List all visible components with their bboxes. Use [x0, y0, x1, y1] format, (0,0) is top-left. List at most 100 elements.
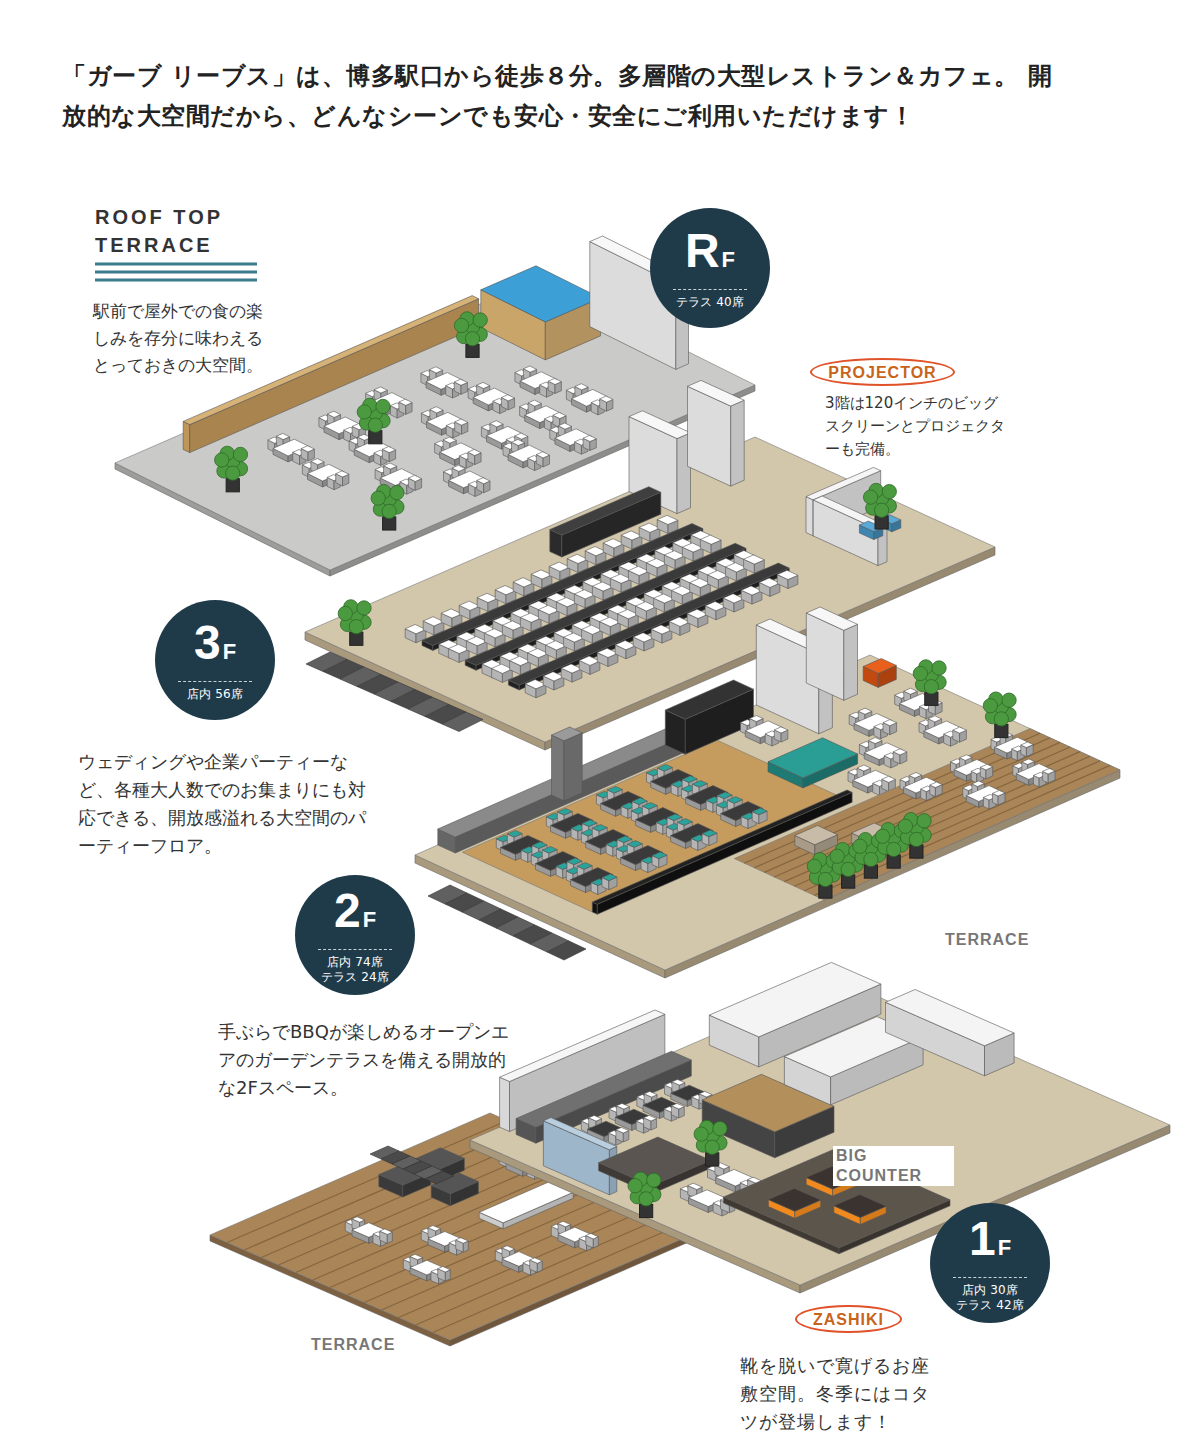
chair — [532, 842, 547, 849]
chair — [542, 847, 557, 854]
plant-leaf — [628, 1179, 642, 1193]
chair — [441, 609, 462, 618]
floor-numeral: 3 — [194, 616, 221, 669]
terrace-deck — [734, 729, 1120, 900]
chair — [577, 863, 592, 870]
floor-note: 3階は120インチのビッグスクリーンとプロジェクターも完備。 — [825, 392, 1005, 461]
chair — [692, 781, 707, 788]
chair — [633, 633, 654, 642]
chair — [602, 874, 617, 881]
chair — [1021, 742, 1033, 748]
seat-count: テラス 40席 — [676, 295, 743, 310]
chair — [621, 531, 642, 540]
chair — [632, 798, 647, 805]
plant-leaf — [887, 842, 901, 856]
floor-letter: F — [722, 247, 735, 272]
table — [768, 738, 858, 778]
chair — [523, 366, 536, 372]
plant-leaf — [917, 814, 931, 828]
chair — [600, 396, 613, 402]
plant-leaf — [465, 332, 479, 346]
column — [552, 735, 565, 801]
chair — [639, 523, 660, 532]
counter — [550, 487, 661, 535]
chair — [883, 720, 897, 726]
chair — [642, 803, 657, 810]
callout-oval: PROJECTOR — [810, 358, 955, 386]
stripe — [95, 271, 257, 274]
deck-board — [227, 1121, 507, 1243]
plant-leaf — [932, 661, 946, 675]
chair — [651, 625, 672, 634]
wall — [806, 607, 857, 630]
wall — [731, 400, 745, 486]
plant-leaf — [909, 832, 923, 846]
floor-letter: F — [363, 907, 376, 932]
chair — [863, 659, 896, 674]
long-table — [476, 548, 746, 670]
chair — [585, 547, 606, 556]
chair — [558, 423, 571, 429]
seat-count: 店内 74席 — [327, 955, 382, 970]
floor-note: ウェディングや企業パーティーなど、各種大人数でのお集まりにも対応できる、開放感溢… — [78, 748, 373, 860]
chair — [687, 609, 708, 618]
table — [479, 1182, 573, 1223]
chair — [759, 578, 780, 587]
chair — [477, 593, 498, 602]
chair — [520, 613, 541, 622]
floor-badge: 3F店内 56席 — [155, 600, 275, 720]
chair — [589, 1115, 602, 1121]
plant-leaf — [853, 839, 867, 853]
chair — [774, 727, 788, 733]
chair — [669, 617, 690, 626]
chair — [567, 858, 582, 865]
chair — [454, 379, 467, 385]
floor-badge: RF テラス 40席 — [650, 208, 770, 328]
floor-numeral: R — [685, 224, 720, 277]
chair — [705, 602, 726, 611]
long-table — [433, 529, 703, 651]
chair — [515, 433, 528, 439]
chair — [702, 830, 717, 837]
plant-leaf — [376, 399, 390, 413]
chair — [667, 814, 682, 821]
chair — [723, 594, 744, 603]
chair — [336, 471, 349, 477]
plant-leaf — [830, 849, 844, 863]
deck-board — [794, 756, 1090, 886]
chair — [553, 412, 566, 418]
chair — [575, 384, 588, 390]
floor-number: RF — [685, 226, 735, 287]
chair — [980, 764, 992, 770]
plant-leaf — [382, 504, 396, 518]
chair — [1022, 759, 1035, 765]
chair — [468, 449, 481, 455]
wall — [688, 380, 745, 406]
chair — [543, 672, 564, 681]
chair — [777, 570, 798, 579]
chair — [627, 841, 642, 848]
floor-number: 1F — [969, 1214, 1011, 1275]
chair — [459, 601, 480, 610]
plant-leaf — [924, 680, 938, 694]
chair — [750, 716, 764, 722]
chair — [556, 598, 577, 607]
chair — [727, 797, 742, 804]
chair — [600, 617, 621, 626]
chair — [972, 781, 984, 787]
chair — [597, 648, 618, 657]
kotatsu — [768, 1188, 820, 1211]
chair — [538, 605, 559, 614]
plant-leaf — [913, 666, 927, 680]
chair — [857, 765, 871, 771]
seat-count: テラス 42席 — [956, 1298, 1023, 1313]
chair — [429, 367, 442, 373]
chair — [399, 399, 412, 405]
plant-leaf — [233, 447, 247, 461]
stripe — [95, 263, 257, 266]
floor-badge: 2F店内 74席テラス 24席 — [295, 875, 415, 995]
page-title: 「ガーブ リーブス」は、博多駅口から徒歩８分。多層階の大型レストラン＆カフェ。 … — [62, 56, 1072, 136]
chair — [564, 633, 585, 642]
plant-leaf — [876, 829, 890, 843]
chair — [477, 382, 490, 388]
